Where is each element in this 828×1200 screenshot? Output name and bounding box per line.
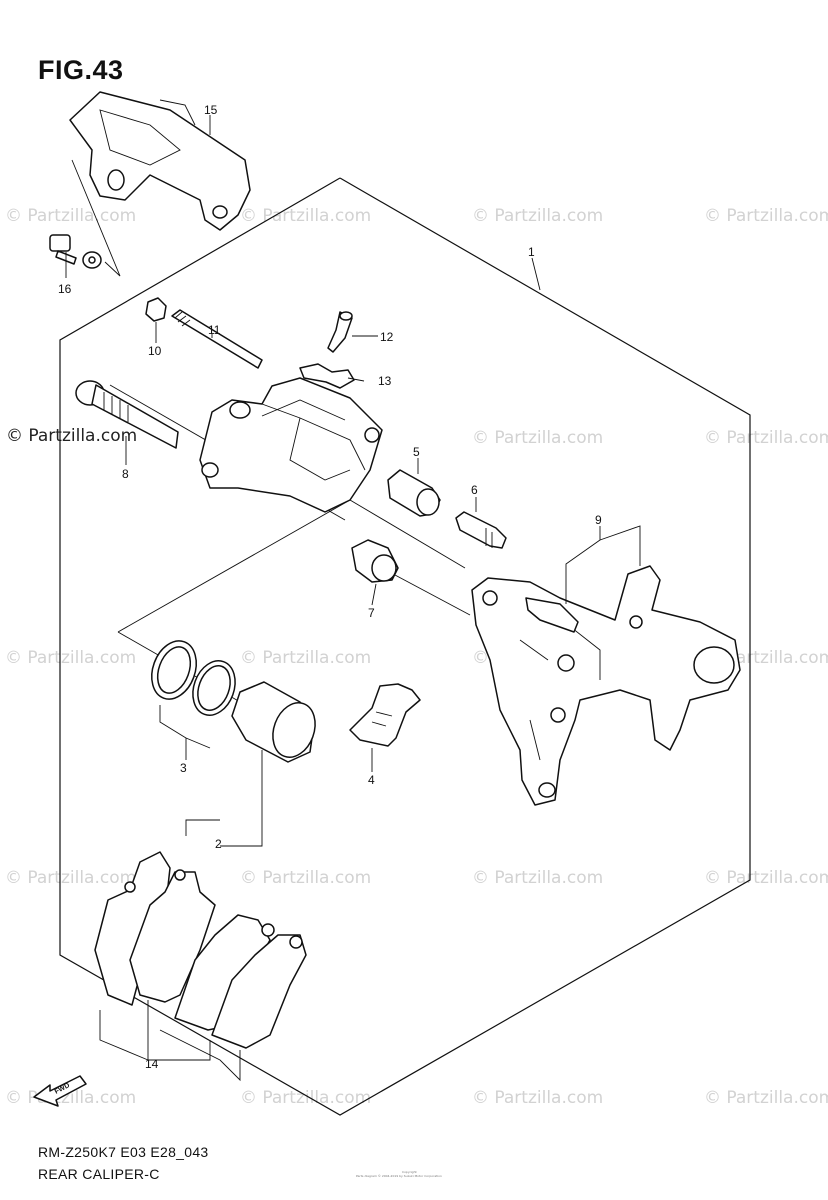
callout-16: 16 <box>58 282 72 296</box>
part-12-bleeder <box>327 311 353 353</box>
footer-name: REAR CALIPER-C <box>38 1166 160 1182</box>
callout-14: 14 <box>145 1057 159 1071</box>
caliper-body <box>199 377 383 513</box>
callout-13: 13 <box>378 374 392 388</box>
leader-line <box>371 583 377 606</box>
callout-11: 11 <box>208 323 221 337</box>
leader-line <box>99 1000 149 1061</box>
part-6-pin <box>455 511 507 549</box>
callout-15: 15 <box>204 103 218 117</box>
leader-line <box>148 1040 211 1061</box>
part-9-bracket <box>471 565 741 806</box>
watermark-highlight: © Partzilla.com <box>6 426 138 446</box>
leader-line <box>565 526 601 604</box>
footer-code: RM-Z250K7 E03 E28_043 <box>38 1144 209 1160</box>
watermark: © Partzilla.com <box>5 648 137 668</box>
callout-5: 5 <box>413 445 420 459</box>
watermark: © Partzilla.com <box>240 1088 372 1108</box>
watermark: © Partzilla.com <box>704 428 828 448</box>
copyright-line: Copyright <box>402 1170 417 1174</box>
projection-line <box>117 499 466 633</box>
part-4-spring <box>349 683 421 747</box>
callout-3: 3 <box>180 761 187 775</box>
leader-line <box>220 750 263 847</box>
watermark: © Partzilla.com <box>704 206 828 226</box>
part-16-bolt <box>49 234 102 269</box>
watermark: © Partzilla.com <box>5 1088 137 1108</box>
watermark: © Partzilla.com <box>240 206 372 226</box>
projection-line <box>394 574 471 616</box>
watermark: © Partzilla.com <box>5 868 137 888</box>
watermark: © Partzilla.com <box>472 868 604 888</box>
watermark: © Partzilla.com <box>472 1088 604 1108</box>
part-3-seals <box>151 640 236 716</box>
callout-1: 1 <box>528 245 535 259</box>
watermark: © Partzilla.com <box>472 206 604 226</box>
leader-line <box>531 257 541 291</box>
callout-10: 10 <box>148 344 162 358</box>
figure-title: FIG.43 <box>38 55 124 85</box>
part-10-cap <box>145 297 167 322</box>
callout-4: 4 <box>368 773 375 787</box>
watermark: © Partzilla.com <box>240 868 372 888</box>
watermark: © Partzilla.com <box>704 868 828 888</box>
watermark: © Partzilla.com <box>240 648 372 668</box>
leader-line <box>159 705 187 739</box>
callout-8: 8 <box>122 467 129 481</box>
direction-arrow-icon <box>33 1075 87 1107</box>
leader-line <box>185 737 211 760</box>
watermark: © Partzilla.com <box>472 428 604 448</box>
leader-line <box>599 525 641 566</box>
callout-6: 6 <box>471 483 478 497</box>
part-7-boot <box>351 539 399 583</box>
part-5-sleeve <box>387 469 441 517</box>
leader-line <box>347 377 365 382</box>
copyright-note: Copyright Parts diagram © 2004-2019 by S… <box>356 1170 442 1178</box>
copyright-line: Parts diagram © 2004-2019 by Suzuki Moto… <box>356 1174 442 1178</box>
part-15-bracket <box>69 91 251 231</box>
part-8-pin-bolt <box>75 380 179 449</box>
projection-line <box>71 159 121 277</box>
part-13-cap <box>299 363 355 389</box>
callout-9: 9 <box>595 513 602 527</box>
watermark: © Partzilla.com <box>5 206 137 226</box>
callout-2: 2 <box>215 837 222 851</box>
leader-line <box>185 819 220 836</box>
callout-7: 7 <box>368 606 375 620</box>
part-11-pin <box>171 309 263 369</box>
assembly-outline <box>59 177 751 1116</box>
watermark: © Partzilla.com <box>704 1088 828 1108</box>
part-14-pads <box>94 851 307 1049</box>
leader-line <box>159 1029 241 1082</box>
callout-12: 12 <box>380 330 394 344</box>
part-2-piston <box>231 681 316 763</box>
